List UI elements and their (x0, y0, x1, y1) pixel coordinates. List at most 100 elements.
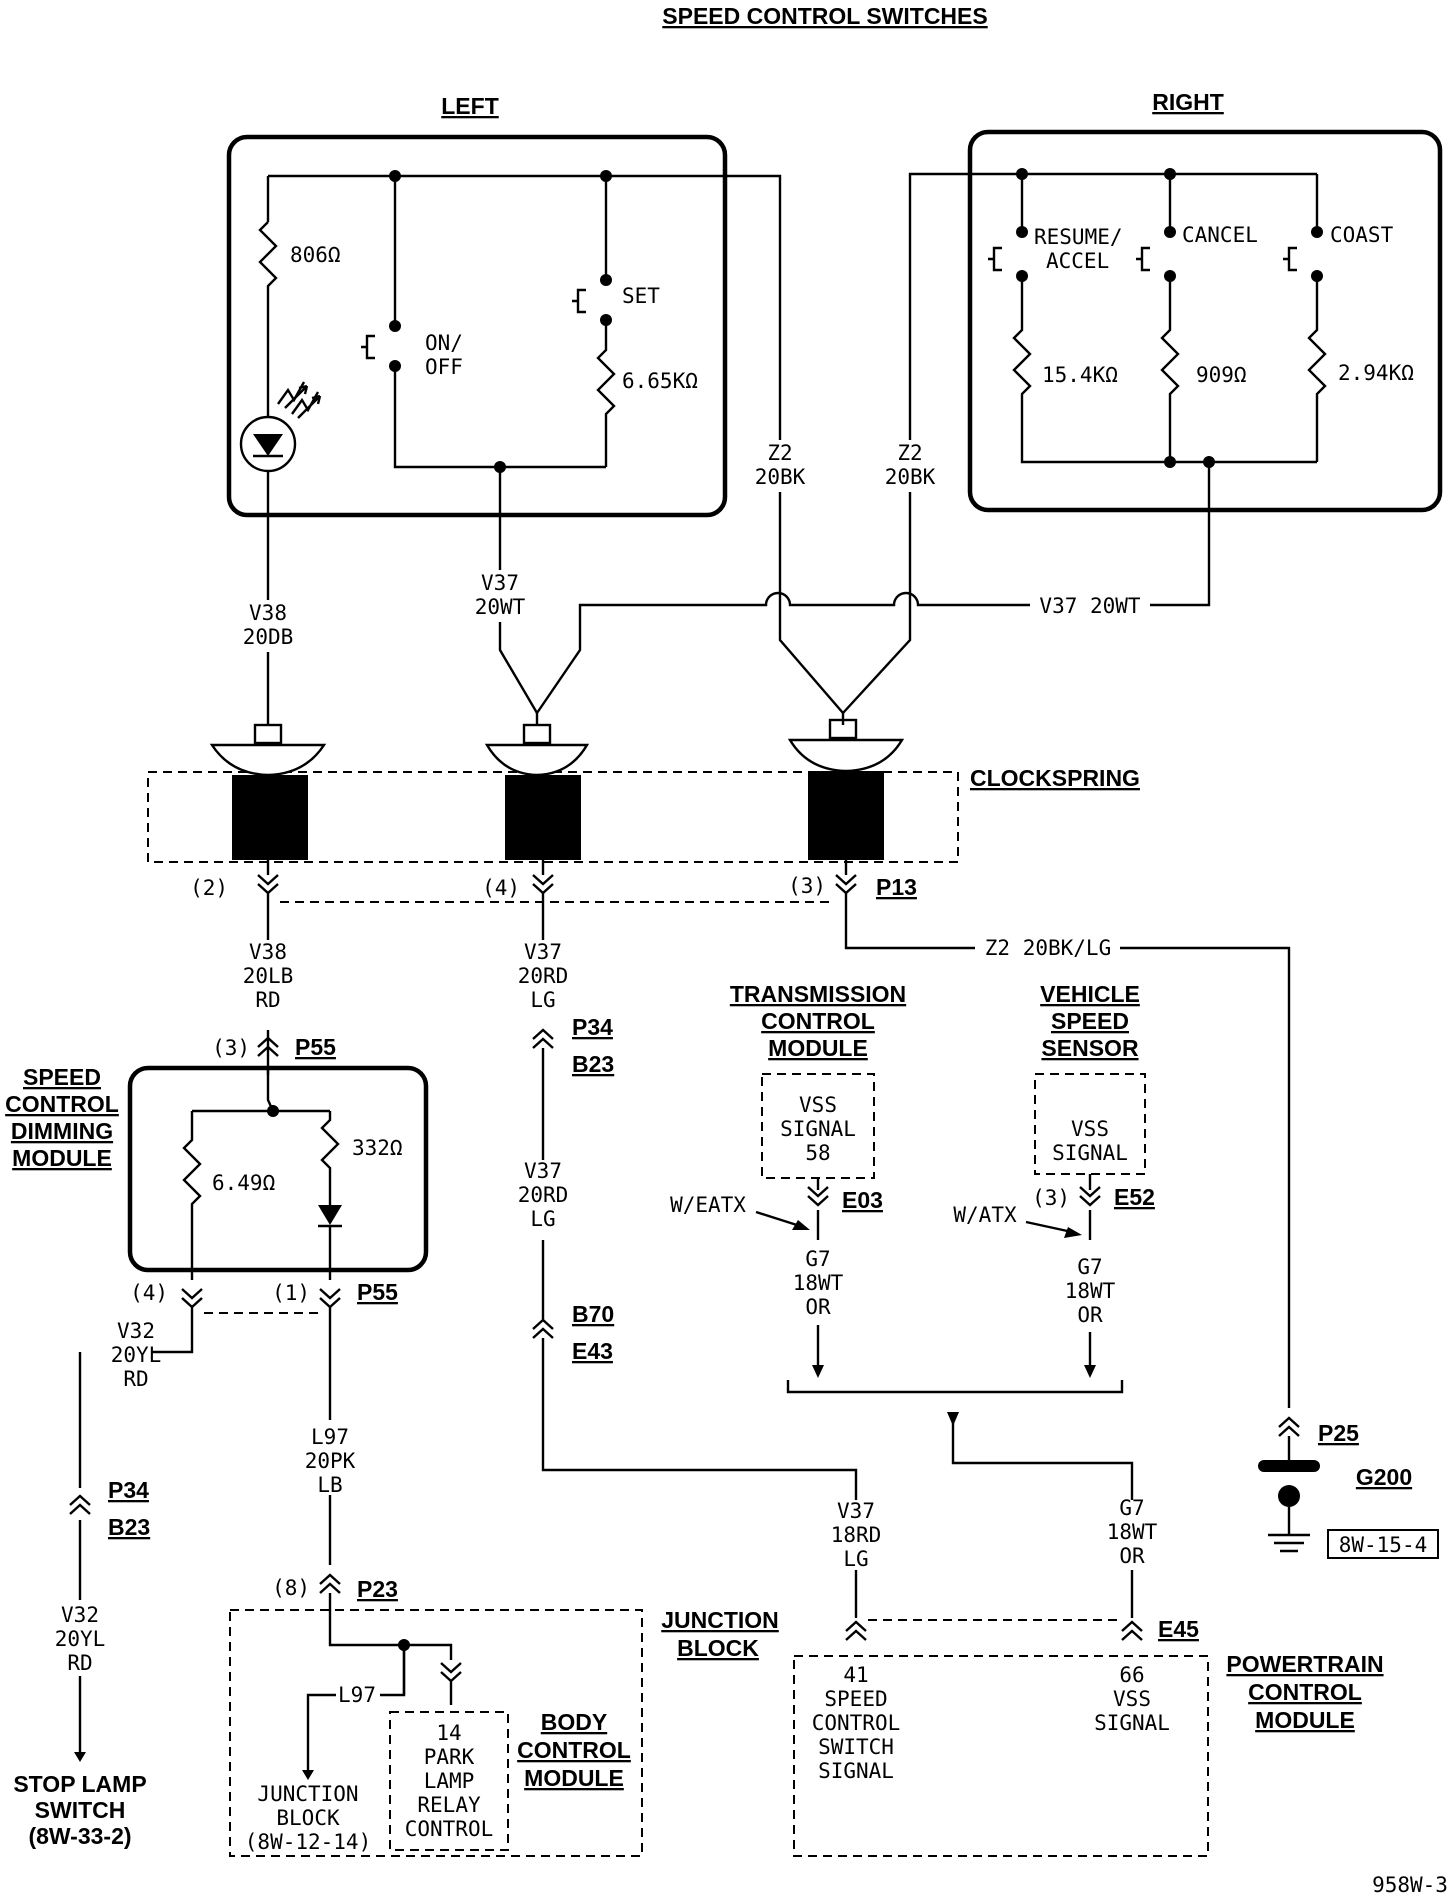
svg-text:SENSOR: SENSOR (1041, 1035, 1139, 1061)
w-atx-arrow (1025, 1220, 1073, 1234)
left-switch-circuit (239, 170, 844, 714)
svg-text:66: 66 (1119, 1663, 1144, 1687)
p23-pin: (8) (272, 1576, 310, 1600)
v37-bot-2: 18RD (831, 1523, 882, 1547)
g7-a-1: G7 (805, 1247, 830, 1271)
svg-text:SWITCH: SWITCH (818, 1735, 894, 1759)
svg-text:SPEED: SPEED (1051, 1008, 1129, 1034)
pcm-pin41: 41 SPEED CONTROL SWITCH SIGNAL (812, 1663, 901, 1783)
r-led-label: 806Ω (290, 243, 341, 267)
v32-b-3: RD (67, 1651, 92, 1675)
g7-bot-3: OR (1119, 1544, 1145, 1568)
svg-text:CONTROL: CONTROL (5, 1091, 119, 1117)
svg-text:SIGNAL: SIGNAL (1094, 1711, 1170, 1735)
cs-pin-3: (3) (788, 874, 826, 898)
v37-mid-2: 20RD (518, 964, 569, 988)
svg-text:SPEED: SPEED (824, 1687, 887, 1711)
figure-id: 958W-3 (1372, 1873, 1448, 1897)
junction-block-box (229, 1609, 643, 1857)
b23-a: B23 (108, 1514, 150, 1540)
w-atx: W/ATX (953, 1203, 1017, 1227)
svg-text:RELAY: RELAY (417, 1793, 481, 1817)
v32-a-2: 20YL (111, 1343, 162, 1367)
l97-a-3: LB (317, 1473, 342, 1497)
svg-text:CONTROL: CONTROL (517, 1737, 631, 1763)
l97-b: L97 (338, 1683, 376, 1707)
svg-text:CONTROL: CONTROL (761, 1008, 875, 1034)
r-coast-label: 2.94KΩ (1338, 361, 1414, 385)
bcm-label: BODY CONTROL MODULE (517, 1709, 631, 1791)
onoff-label-1: ON/ (425, 331, 463, 355)
svg-text:BODY: BODY (541, 1709, 607, 1735)
svg-text:JUNCTION: JUNCTION (661, 1607, 779, 1633)
jb-ref-label: JUNCTION BLOCK (8W-12-14) (245, 1782, 371, 1854)
bcm-relay-box (389, 1711, 509, 1851)
p23-connector: P23 (357, 1576, 398, 1602)
set-label: SET (622, 284, 660, 308)
v38-top-2: 20DB (243, 625, 294, 649)
e43: E43 (572, 1338, 613, 1364)
tcm-label: TRANSMISSION CONTROL MODULE (730, 981, 906, 1061)
z2-b-1: Z2 (897, 441, 922, 465)
svg-text:MODULE: MODULE (524, 1765, 624, 1791)
svg-text:MODULE: MODULE (12, 1145, 112, 1171)
relay-label: 14 PARK LAMP RELAY CONTROL (405, 1721, 494, 1841)
svg-text:(8W-12-14): (8W-12-14) (245, 1830, 371, 1854)
v37-mid2-2: 20RD (518, 1183, 569, 1207)
coast-label: COAST (1330, 223, 1394, 247)
e52: E52 (1114, 1184, 1155, 1210)
g7-b-2: 18WT (1065, 1279, 1116, 1303)
g7-merge (786, 1380, 1134, 1618)
g200-label: G200 (1356, 1464, 1412, 1490)
right-switch-circuit (536, 168, 1327, 714)
v37-top-1: V37 (481, 571, 519, 595)
resume-label-2: ACCEL (1046, 249, 1109, 273)
v37-mid2-1: V37 (524, 1159, 562, 1183)
z2-a-1: Z2 (767, 441, 792, 465)
e52-pin: (3) (1032, 1186, 1070, 1210)
svg-text:VSS: VSS (799, 1093, 837, 1117)
v32-a-3: RD (123, 1367, 148, 1391)
dimming-module-box (127, 1065, 429, 1273)
v38-top-1: V38 (249, 601, 287, 625)
left-switch-label: LEFT (441, 93, 499, 119)
v32-wire (78, 1307, 194, 1752)
r-cancel-label: 909Ω (1196, 363, 1247, 387)
right-switch-label: RIGHT (1152, 89, 1224, 115)
svg-text:DIMMING: DIMMING (11, 1118, 113, 1144)
dm-pin4: (4) (130, 1281, 168, 1305)
pcm-label: POWERTRAIN CONTROL MODULE (1226, 1651, 1383, 1733)
p34-a: P34 (108, 1477, 149, 1503)
dm-r2: 332Ω (352, 1136, 403, 1160)
svg-text:LAMP: LAMP (424, 1769, 475, 1793)
vss-box-text: VSS SIGNAL (1052, 1117, 1128, 1165)
svg-text:SIGNAL: SIGNAL (1052, 1141, 1128, 1165)
e03: E03 (842, 1187, 883, 1213)
v38-mid-2: 20LB (243, 964, 294, 988)
dimming-module-circuit (182, 1068, 342, 1280)
z2-b-2: 20BK (885, 465, 936, 489)
g7-bot-1: G7 (1119, 1496, 1144, 1520)
v37-bot-1: V37 (837, 1499, 875, 1523)
svg-text:14: 14 (436, 1721, 461, 1745)
z2-ground-wire (844, 893, 1291, 1408)
svg-text:SIGNAL: SIGNAL (780, 1117, 856, 1141)
svg-text:BLOCK: BLOCK (677, 1635, 759, 1661)
r-resume-label: 15.4KΩ (1042, 363, 1118, 387)
cs-pin-2: (2) (190, 876, 228, 900)
p25-connector: P25 (1318, 1420, 1359, 1446)
svg-text:STOP LAMP: STOP LAMP (13, 1771, 146, 1797)
pcm-box (793, 1655, 1209, 1857)
v37-bot-3: LG (843, 1547, 868, 1571)
cs-pin-4: (4) (482, 876, 520, 900)
dm-pin1: (1) (272, 1281, 310, 1305)
svg-text:CONTROL: CONTROL (405, 1817, 494, 1841)
v37-top-2: 20WT (475, 595, 526, 619)
svg-text:CONTROL: CONTROL (1248, 1679, 1362, 1705)
w-eatx-arrow (755, 1210, 801, 1228)
stop-lamp-label: STOP LAMP SWITCH (8W-33-2) (13, 1771, 146, 1849)
g7-bot-2: 18WT (1107, 1520, 1158, 1544)
v32-b-2: 20YL (55, 1627, 106, 1651)
svg-text:POWERTRAIN: POWERTRAIN (1226, 1651, 1383, 1677)
